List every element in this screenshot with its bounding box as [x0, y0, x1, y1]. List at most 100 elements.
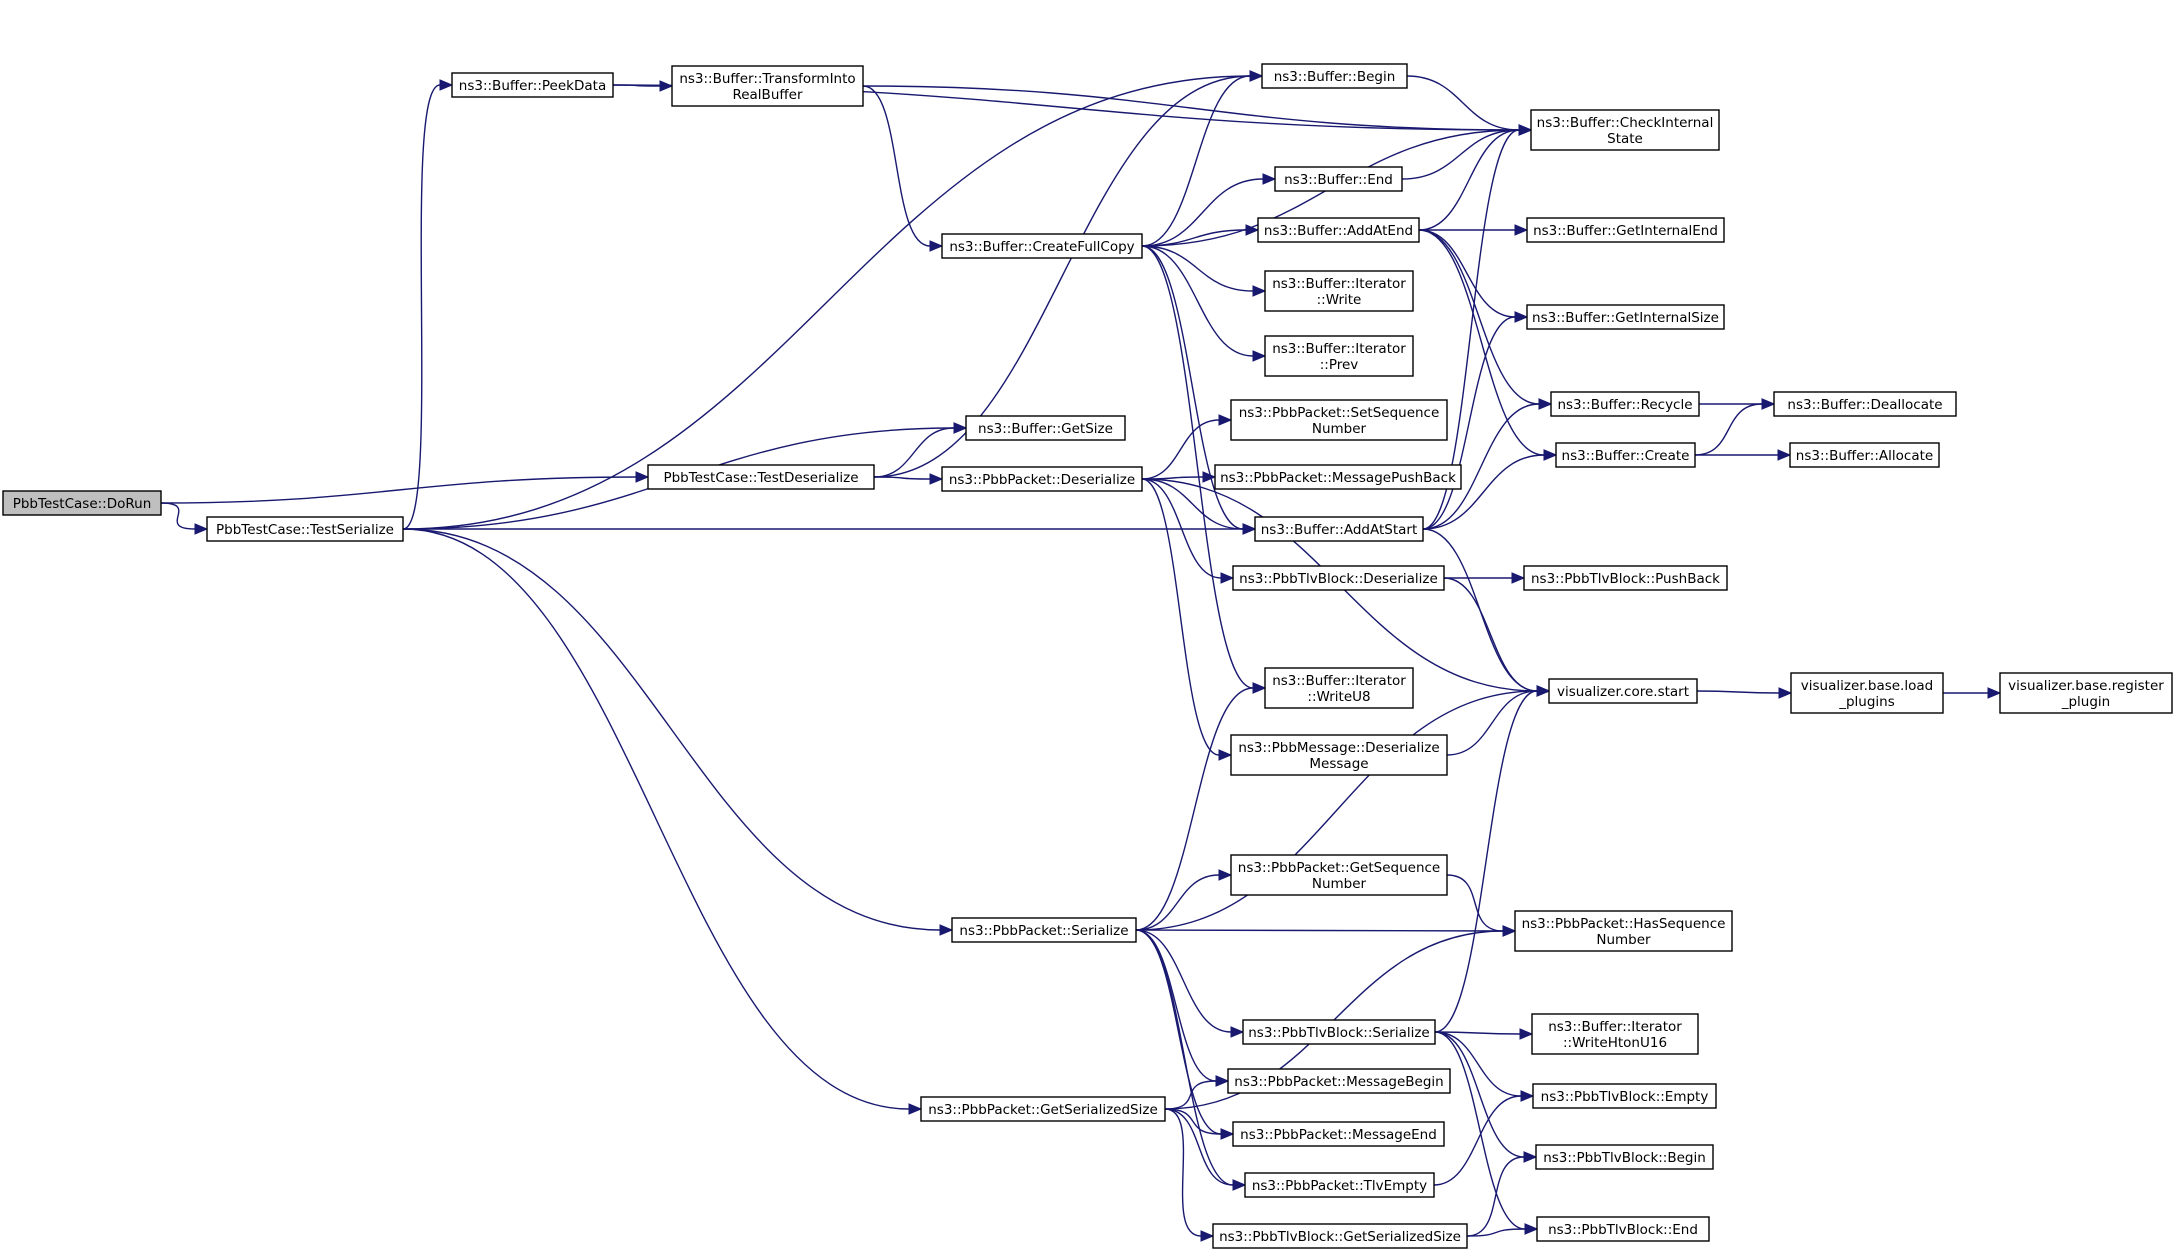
function-node-getinternalsize[interactable]: ns3::Buffer::GetInternalSize — [1526, 304, 1725, 330]
function-node-tlvend[interactable]: ns3::PbbTlvBlock::End — [1536, 1216, 1710, 1242]
function-node-getsize[interactable]: ns3::Buffer::GetSize — [965, 415, 1126, 441]
edge-arrowhead — [1536, 685, 1551, 697]
node-box — [941, 233, 1143, 259]
node-box — [1530, 109, 1720, 151]
call-edge-addatstart-to-create — [1422, 449, 1558, 530]
function-node-writehton[interactable]: ns3::Buffer::Iterator::WriteHtonU16 — [1531, 1013, 1699, 1055]
function-node-pktser[interactable]: ns3::PbbPacket::Serialize — [951, 917, 1137, 943]
node-label: ns3::Buffer::Deallocate — [1787, 397, 1942, 413]
function-node-testser[interactable]: PbbTestCase::TestSerialize — [206, 516, 404, 542]
function-node-tlvpush[interactable]: ns3::PbbTlvBlock::PushBack — [1523, 565, 1728, 591]
edge-line — [1466, 1156, 1525, 1237]
call-edge-getsersize-to-msgend — [1164, 1108, 1235, 1140]
node-box — [1789, 442, 1940, 468]
edge-arrowhead — [1230, 1026, 1245, 1038]
call-edge-tlvdeser-to-tlvpush — [1444, 572, 1526, 584]
edge-line — [1696, 690, 1780, 694]
edge-line — [862, 85, 1520, 131]
function-node-create[interactable]: ns3::Buffer::Create — [1555, 442, 1696, 468]
function-node-msgend[interactable]: ns3::PbbPacket::MessageEnd — [1232, 1121, 1445, 1147]
function-node-vstart[interactable]: visualizer.core.start — [1548, 678, 1698, 704]
function-node-recycle[interactable]: ns3::Buffer::Recycle — [1550, 391, 1700, 417]
node-box — [1999, 672, 2173, 714]
node-label: PbbTestCase::TestSerialize — [216, 522, 394, 538]
node-box — [671, 65, 864, 107]
function-node-pkttlvempty[interactable]: ns3::PbbPacket::TlvEmpty — [1244, 1172, 1435, 1198]
function-node-dorun[interactable]: PbbTestCase::DoRun — [2, 490, 162, 516]
node-box — [951, 917, 1137, 943]
edge-line — [160, 476, 637, 504]
call-edge-tlvdeser-to-vstart — [1443, 577, 1551, 697]
call-edge-testser-to-pktser — [402, 528, 954, 936]
node-label: ns3::Buffer::AddAtEnd — [1264, 223, 1413, 239]
function-node-tlvser[interactable]: ns3::PbbTlvBlock::Serialize — [1242, 1019, 1436, 1045]
edge-arrowhead — [1218, 749, 1233, 761]
function-nodes: PbbTestCase::DoRunPbbTestCase::TestSeria… — [2, 63, 2173, 1249]
edge-line — [402, 84, 441, 530]
function-node-tlvdeser[interactable]: ns3::PbbTlvBlock::Deserialize — [1232, 565, 1445, 591]
function-node-writeu8[interactable]: ns3::Buffer::Iterator::WriteU8 — [1264, 667, 1414, 709]
call-edge-dorun-to-testdeser — [160, 471, 650, 504]
function-node-iterprev[interactable]: ns3::Buffer::Iterator::Prev — [1264, 335, 1414, 377]
edge-line — [1406, 75, 1520, 131]
function-node-tlvbegin[interactable]: ns3::PbbTlvBlock::Begin — [1535, 1144, 1714, 1170]
function-node-peek[interactable]: ns3::Buffer::PeekData — [451, 72, 614, 98]
edge-line — [160, 502, 196, 530]
function-node-testdeser[interactable]: PbbTestCase::TestDeserialize — [647, 464, 875, 490]
node-label: ns3::Buffer::GetInternalEnd — [1533, 223, 1718, 239]
edge-arrowhead — [194, 523, 209, 535]
call-edge-pkttlvempty-to-tlvempty — [1433, 1090, 1535, 1186]
call-edge-transform-to-check — [862, 85, 1533, 136]
call-edge-msgdeser-to-vstart — [1446, 685, 1551, 756]
call-edge-fullcopy-to-iterwrite — [1141, 245, 1267, 297]
function-node-allocate[interactable]: ns3::Buffer::Allocate — [1789, 442, 1940, 468]
call-edge-pktser-to-hasseq — [1135, 925, 1517, 937]
edge-line — [1135, 929, 1217, 1082]
call-edge-transform-to-fullcopy — [862, 85, 944, 252]
function-node-getsersize[interactable]: ns3::PbbPacket::GetSerializedSize — [920, 1096, 1166, 1122]
function-node-addatstart[interactable]: ns3::Buffer::AddAtStart — [1254, 516, 1424, 542]
function-node-iterwrite[interactable]: ns3::Buffer::Iterator::Write — [1264, 270, 1414, 312]
edge-arrowhead — [908, 1103, 923, 1115]
function-node-pktdeser[interactable]: ns3::PbbPacket::Deserialize — [941, 466, 1143, 492]
function-node-msgpush[interactable]: ns3::PbbPacket::MessagePushBack — [1214, 464, 1462, 490]
edge-arrowhead — [1520, 1090, 1535, 1102]
node-label: ns3::Buffer::CheckInternal — [1537, 115, 1714, 131]
function-node-vreg[interactable]: visualizer.base.register_plugin — [1999, 672, 2173, 714]
node-box — [451, 72, 614, 98]
node-box — [941, 466, 1143, 492]
node-label: ns3::PbbPacket::MessageBegin — [1234, 1074, 1443, 1090]
edge-line — [402, 528, 941, 931]
function-node-begin[interactable]: ns3::Buffer::Begin — [1261, 63, 1408, 89]
node-label: ns3::PbbTlvBlock::PushBack — [1531, 571, 1720, 587]
node-label: ns3::PbbTlvBlock::Empty — [1541, 1089, 1709, 1105]
function-node-tlvempty[interactable]: ns3::PbbTlvBlock::Empty — [1532, 1083, 1717, 1109]
node-box — [647, 464, 875, 490]
edge-arrowhead — [1778, 687, 1793, 699]
function-node-tlvgetsersize[interactable]: ns3::PbbTlvBlock::GetSerializedSize — [1212, 1223, 1468, 1249]
edge-line — [1135, 690, 1538, 931]
node-box — [1526, 217, 1725, 243]
edge-line — [1164, 1108, 1222, 1135]
function-node-msgbegin[interactable]: ns3::PbbPacket::MessageBegin — [1227, 1068, 1451, 1094]
function-node-getinternalend[interactable]: ns3::Buffer::GetInternalEnd — [1526, 217, 1725, 243]
call-edge-fullcopy-to-addatend — [1141, 224, 1260, 247]
edge-line — [1401, 129, 1520, 180]
function-node-dealloc[interactable]: ns3::Buffer::Deallocate — [1773, 391, 1957, 417]
node-label: ns3::Buffer::Iterator — [1272, 341, 1406, 357]
node-label: Number — [1312, 421, 1367, 437]
function-node-vload[interactable]: visualizer.base.load_plugins — [1790, 672, 1944, 714]
function-node-fullcopy[interactable]: ns3::Buffer::CreateFullCopy — [941, 233, 1143, 259]
call-edge-testser-to-peek — [402, 79, 454, 530]
function-node-end[interactable]: ns3::Buffer::End — [1274, 166, 1403, 192]
node-label: ns3::Buffer::Iterator — [1272, 673, 1406, 689]
function-node-addatend[interactable]: ns3::Buffer::AddAtEnd — [1257, 217, 1420, 243]
edge-arrowhead — [1543, 449, 1558, 461]
node-box — [1230, 854, 1448, 896]
